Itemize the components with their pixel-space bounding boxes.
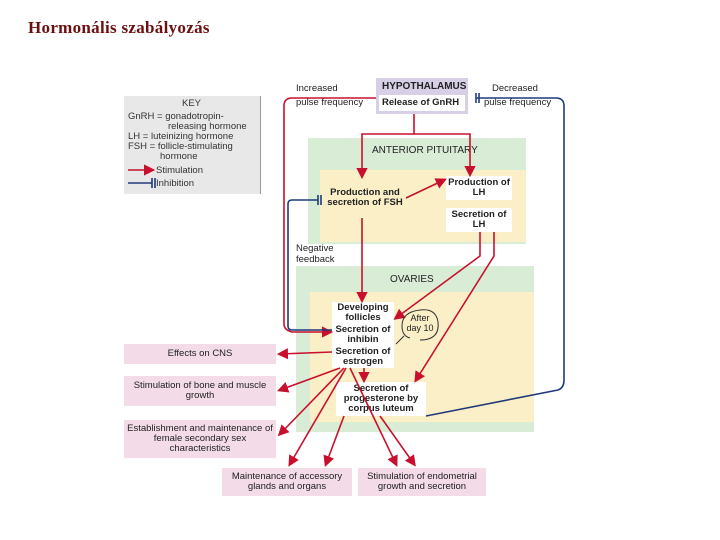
ovaries-label: OVARIES: [390, 274, 434, 285]
arrow-estrogen-to-lh: [405, 178, 447, 199]
key-lh: LH = luteinizing hormone: [128, 131, 234, 142]
inhibin-secretion-label: Secretion of inhibin: [335, 324, 391, 345]
after-day-10-pointer: [395, 335, 405, 345]
anterior-pituitary-label: ANTERIOR PITUITARY: [372, 145, 478, 156]
fsh-production-label: Production and secretion of FSH: [327, 187, 403, 208]
after-day-10-label: After day 10: [406, 313, 434, 333]
progesterone-label: Secretion of progesterone by corpus lute…: [343, 383, 419, 414]
arrow-to-female-characteristics: [277, 367, 345, 437]
arrow-lh-to-corpus-luteum: [414, 232, 495, 383]
key-gnrh-2: releasing hormone: [168, 121, 247, 132]
lh-production-box: [446, 176, 512, 200]
effect-endometrial: Stimulation of endometrial growth and se…: [358, 468, 486, 496]
decreased-sub-label: pulse frequency: [484, 97, 552, 108]
lh-secretion-label: Secretion of LH: [451, 209, 507, 230]
page-title: Hormonális szabályozás: [28, 18, 210, 37]
arrow-to-endometrial: [349, 367, 398, 467]
key-heading: KEY: [182, 98, 202, 109]
progesterone-box: [336, 382, 426, 416]
gnrh-release-label: Release of GnRH: [382, 97, 460, 108]
gnrh-release-box: [379, 95, 465, 111]
follicles-box: [332, 302, 394, 368]
increased-label: Increased: [296, 83, 338, 94]
estrogen-secretion-label: Secretion of estrogen: [335, 346, 391, 367]
arrow-progesterone-to-glands: [323, 415, 345, 467]
effect-cns: Effects on CNS: [124, 344, 276, 364]
key-fsh: FSH = follicle-stimulating: [128, 141, 233, 152]
arrow-to-cns: [276, 348, 333, 360]
negative-feedback-label: Negative: [296, 243, 334, 254]
arrow-to-glands: [288, 367, 347, 467]
key-gnrh: GnRH = gonadotropin-: [128, 111, 224, 122]
key-fsh-2: hormone: [160, 151, 198, 162]
effect-bone-muscle: Stimulation of bone and muscle growth: [124, 376, 276, 406]
arrow-increased-pulse: [283, 97, 376, 338]
decreased-label: Decreased: [492, 83, 538, 94]
key-legend: KEY GnRH = gonadotropin- releasing hormo…: [124, 96, 261, 194]
arrow-progesterone-to-endometrial: [379, 415, 416, 467]
after-day-10-bubble: [401, 309, 439, 341]
key-stimulation: Stimulation: [156, 165, 203, 176]
arrow-gnrh-to-fsh: [356, 114, 415, 180]
lh-secretion-box: [446, 208, 512, 232]
negative-feedback-label-2: feedback: [296, 254, 335, 265]
developing-follicles-label: Developing follicles: [337, 302, 389, 323]
arrow-to-bone: [276, 367, 341, 393]
effect-female-sex-characteristics: Establishment and maintenance of female …: [124, 420, 276, 458]
key-inhibition: Inhibition: [156, 178, 195, 189]
arrow-inhibin-negative-feedback: [287, 199, 332, 331]
increased-sub-label: pulse frequency: [296, 97, 364, 108]
hypothalamus-label: HYPOTHALAMUS: [382, 81, 467, 92]
key-inhibition-line: [128, 178, 156, 188]
lh-production-label: Production of LH: [448, 177, 510, 198]
arrow-gnrh-to-lh: [414, 133, 476, 178]
arrow-lh-to-follicles: [393, 232, 481, 320]
effect-accessory-glands: Maintenance of accessory glands and orga…: [222, 468, 352, 496]
arrow-decreased-pulse: [425, 97, 565, 417]
